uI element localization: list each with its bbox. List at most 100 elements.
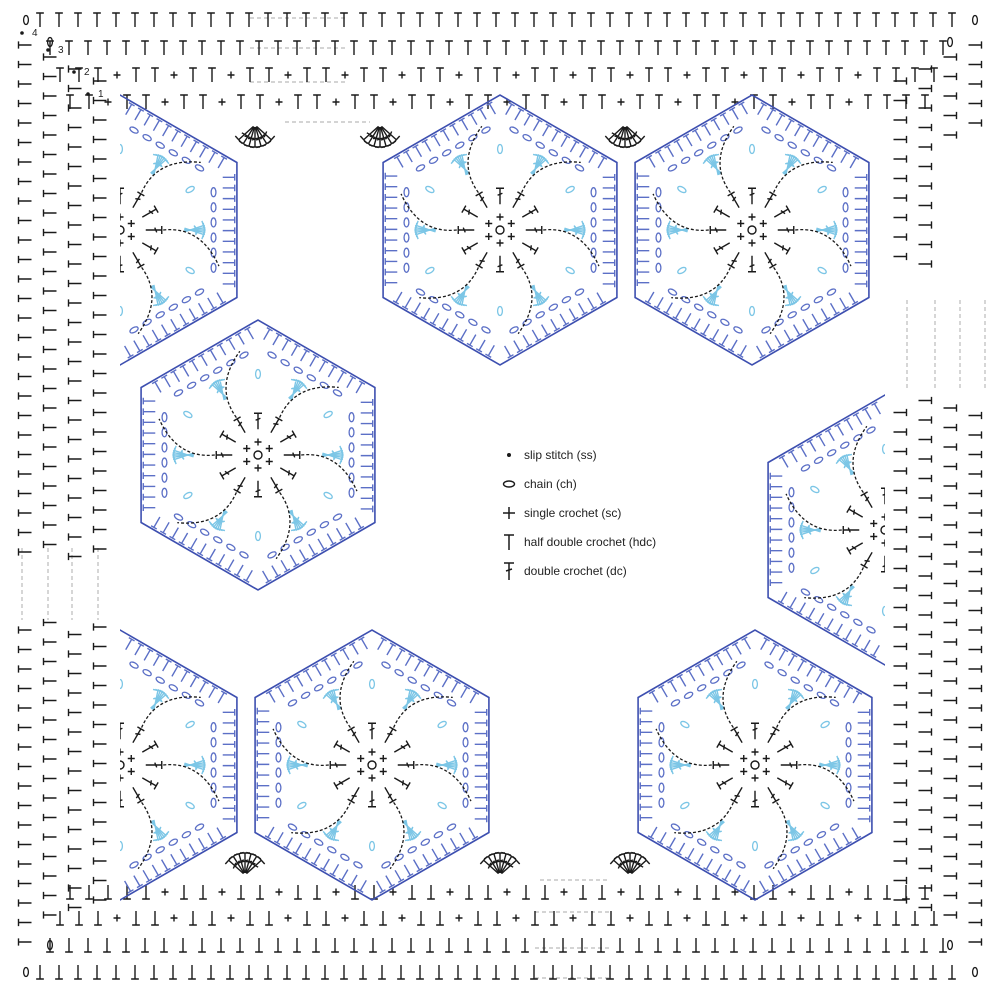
chain-stitch xyxy=(441,303,452,311)
single-crochet-icon xyxy=(498,506,520,520)
hdc-stitch xyxy=(142,451,156,458)
hdc-stitch xyxy=(67,279,82,288)
dc-stitch xyxy=(842,526,860,534)
hdc-stitch xyxy=(222,248,236,256)
hdc-stitch xyxy=(5,750,17,757)
hdc-stitch xyxy=(274,40,282,55)
hdc-stitch xyxy=(134,642,145,656)
chain-stitch xyxy=(561,295,572,304)
hdc-stitch xyxy=(848,292,859,306)
chain-stitch xyxy=(920,441,930,450)
hdc-stitch xyxy=(893,545,908,553)
hdc-stitch xyxy=(14,690,26,704)
hdc-stitch xyxy=(522,885,530,900)
sc-stitch xyxy=(446,98,454,106)
chain-stitch xyxy=(323,491,333,500)
hdc-stitch xyxy=(222,195,236,202)
hdc-stitch xyxy=(42,755,57,763)
hdc-stitch xyxy=(370,94,378,109)
hdc-stitch xyxy=(739,965,747,980)
hdc-stitch xyxy=(693,94,701,109)
hdc-stitch xyxy=(42,618,57,627)
hdc-stitch xyxy=(180,669,191,683)
hdc-stitch xyxy=(860,639,871,653)
dc-stitch xyxy=(521,205,539,218)
hdc-stitch xyxy=(616,40,624,55)
dc-stitch xyxy=(78,761,94,769)
hdc-stitch xyxy=(834,965,842,980)
chain-stitch xyxy=(48,156,58,165)
dc-stitch xyxy=(256,125,276,144)
hdc-stitch xyxy=(806,663,817,677)
chain-stitch xyxy=(842,232,849,243)
sc-stitch xyxy=(332,98,340,106)
chain-stitch xyxy=(186,520,197,529)
hdc-stitch xyxy=(872,965,880,980)
hdc-stitch xyxy=(861,406,872,420)
hdc-stitch xyxy=(256,814,270,822)
hdc-stitch xyxy=(474,708,488,716)
dc-stitch xyxy=(270,476,283,494)
hdc-stitch xyxy=(988,581,1000,588)
hdc-stitch xyxy=(17,138,32,147)
hdc-stitch xyxy=(42,774,57,783)
chain-stitch xyxy=(446,699,457,707)
hdc-stitch xyxy=(17,411,32,420)
hdc-stitch xyxy=(948,965,956,980)
hdc-stitch xyxy=(864,94,872,109)
chain-stitch xyxy=(161,457,168,468)
chain-stitch xyxy=(407,846,417,854)
dc-stitch xyxy=(322,452,344,465)
hdc-stitch xyxy=(17,528,32,537)
hdc-stitch xyxy=(597,155,608,169)
hdc-stitch xyxy=(162,123,172,137)
sc-stitch xyxy=(503,888,511,896)
hdc-stitch xyxy=(234,331,245,345)
sc-stitch xyxy=(870,533,878,540)
chain-stitch xyxy=(677,185,687,194)
dc-stitch xyxy=(270,416,283,434)
chain-stitch xyxy=(62,683,72,692)
hdc-stitch xyxy=(360,67,368,82)
hdc-stitch xyxy=(339,647,350,661)
hdc-stitch xyxy=(42,443,57,451)
sc-stitch xyxy=(284,71,292,79)
hdc-stitch xyxy=(431,848,442,862)
hdc-stitch xyxy=(397,965,405,980)
hdc-stitch xyxy=(244,326,254,340)
hdc-stitch xyxy=(264,965,272,980)
sc-stitch xyxy=(127,768,135,775)
hdc-stitch xyxy=(825,40,833,55)
dc-stitch xyxy=(132,726,145,744)
chain-stitch xyxy=(199,374,210,382)
hdc-stitch xyxy=(587,965,595,980)
chain-stitch xyxy=(446,823,457,831)
hdc-stitch xyxy=(682,965,690,980)
hdc-stitch xyxy=(280,559,291,573)
hdc-stitch xyxy=(758,965,766,980)
hdc-stitch xyxy=(968,879,983,888)
hdc-stitch xyxy=(265,67,273,82)
hdc-stitch xyxy=(948,12,956,27)
hdc-stitch xyxy=(256,803,270,811)
hdc-stitch xyxy=(778,911,786,926)
hdc-stitch xyxy=(893,857,908,865)
chain-stitch xyxy=(976,503,981,512)
hdc-stitch xyxy=(180,134,191,148)
hdc-stitch xyxy=(883,94,891,109)
hdc-stitch xyxy=(265,689,276,703)
sc-stitch xyxy=(368,774,376,782)
hdc-stitch xyxy=(864,885,872,900)
hdc-stitch xyxy=(17,372,32,381)
sc-stitch xyxy=(265,445,273,452)
hdc-stitch xyxy=(901,40,909,55)
hdc-stitch xyxy=(360,505,374,513)
hdc-stitch xyxy=(369,938,377,953)
chain-stitch xyxy=(353,861,363,869)
dc-stitch xyxy=(525,226,543,234)
hdc-stitch xyxy=(673,40,681,55)
sc-stitch xyxy=(870,520,878,527)
hdc-stitch xyxy=(476,106,487,120)
hdc-stitch xyxy=(968,782,983,790)
